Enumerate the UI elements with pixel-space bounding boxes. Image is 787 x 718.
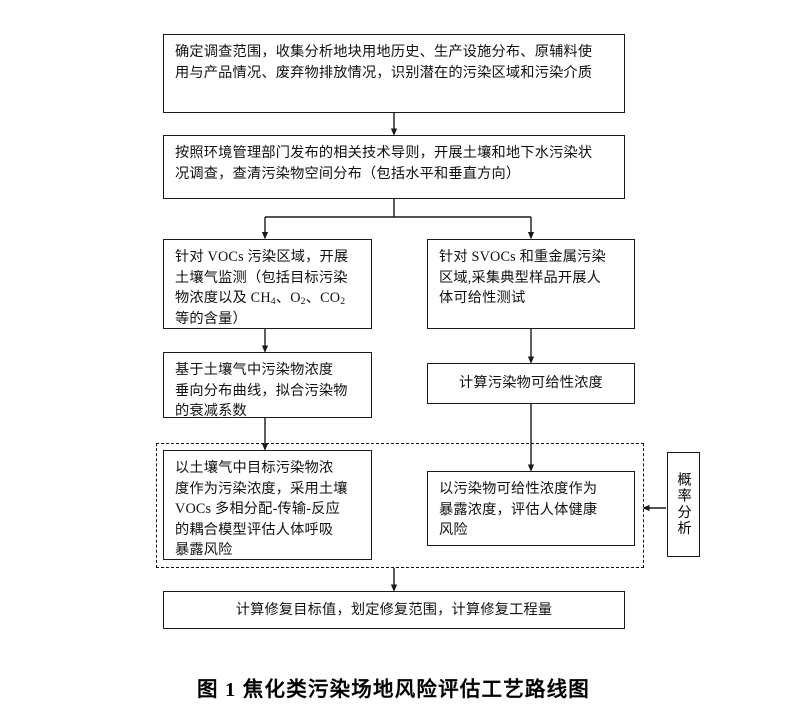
node-vocs-formula-line: 物浓度以及 CH4、O2、CO2 <box>175 290 346 308</box>
node-remediation-targets-text: 计算修复目标值，划定修复范围，计算修复工程量 <box>235 601 553 618</box>
node-vocs-soil-gas-monitoring[interactable]: 针对 VOCs 污染区域，开展 土壤气监测（包括目标污染 物浓度以及 CH4、O… <box>163 239 372 329</box>
node-soil-groundwater-investigation[interactable]: 按照环境管理部门发布的相关技术导则，开展土壤和地下水污染状 况调查，查清污染物空… <box>163 135 625 199</box>
node-vocs-coupled-model-inhalation-risk[interactable]: 以土壤气中目标污染物浓 度作为污染浓度，采用土壤 VOCs 多相分配-传输-反应… <box>163 450 372 560</box>
node-attenuation-coefficient-fitting[interactable]: 基于土壤气中污染物浓度 垂向分布曲线，拟合污染物 的衰减系数 <box>163 352 372 419</box>
node-vocs-soil-gas-monitoring-text: 针对 VOCs 污染区域，开展 土壤气监测（包括目标污染 物浓度以及 CH4、O… <box>164 240 371 336</box>
figure-caption: 图 1 焦化类污染场地风险评估工艺路线图 <box>197 679 590 701</box>
probabilistic-assessment-group <box>156 443 644 568</box>
node-bioaccessibility-health-risk-text: 以污染物可给性浓度作为 暴露浓度，评估人体健康 风险 <box>439 481 598 539</box>
node-probability-analysis-text: 概率分析 <box>675 472 692 537</box>
node-remediation-targets[interactable]: 计算修复目标值，划定修复范围，计算修复工程量 <box>163 591 625 629</box>
node-bioaccessibility-health-risk[interactable]: 以污染物可给性浓度作为 暴露浓度，评估人体健康 风险 <box>427 471 635 546</box>
node-soil-groundwater-investigation-text: 按照环境管理部门发布的相关技术导则，开展土壤和地下水污染状 况调查，查清污染物空… <box>175 145 593 182</box>
node-probability-analysis[interactable]: 概率分析 <box>667 452 700 557</box>
node-attenuation-coefficient-fitting-text: 基于土壤气中污染物浓度 垂向分布曲线，拟合污染物 的衰减系数 <box>175 362 348 420</box>
node-vocs-coupled-model-inhalation-risk-text: 以土壤气中目标污染物浓 度作为污染浓度，采用土壤 VOCs 多相分配-传输-反应… <box>175 460 348 559</box>
node-svocs-heavy-metal-bioaccessibility[interactable]: 针对 SVOCs 和重金属污染 区域,采集典型样品开展人 体可给性测试 <box>427 239 635 329</box>
node-scope-survey[interactable]: 确定调查范围，收集分析地块用地历史、生产设施分布、原辅料使 用与产品情况、废弃物… <box>163 34 625 113</box>
node-calculate-bioaccessible-concentration[interactable]: 计算污染物可给性浓度 <box>427 363 635 404</box>
node-svocs-heavy-metal-bioaccessibility-text: 针对 SVOCs 和重金属污染 区域,采集典型样品开展人 体可给性测试 <box>439 249 606 307</box>
node-calculate-bioaccessible-concentration-text: 计算污染物可给性浓度 <box>459 375 603 392</box>
node-scope-survey-text: 确定调查范围，收集分析地块用地历史、生产设施分布、原辅料使 用与产品情况、废弃物… <box>175 44 593 81</box>
